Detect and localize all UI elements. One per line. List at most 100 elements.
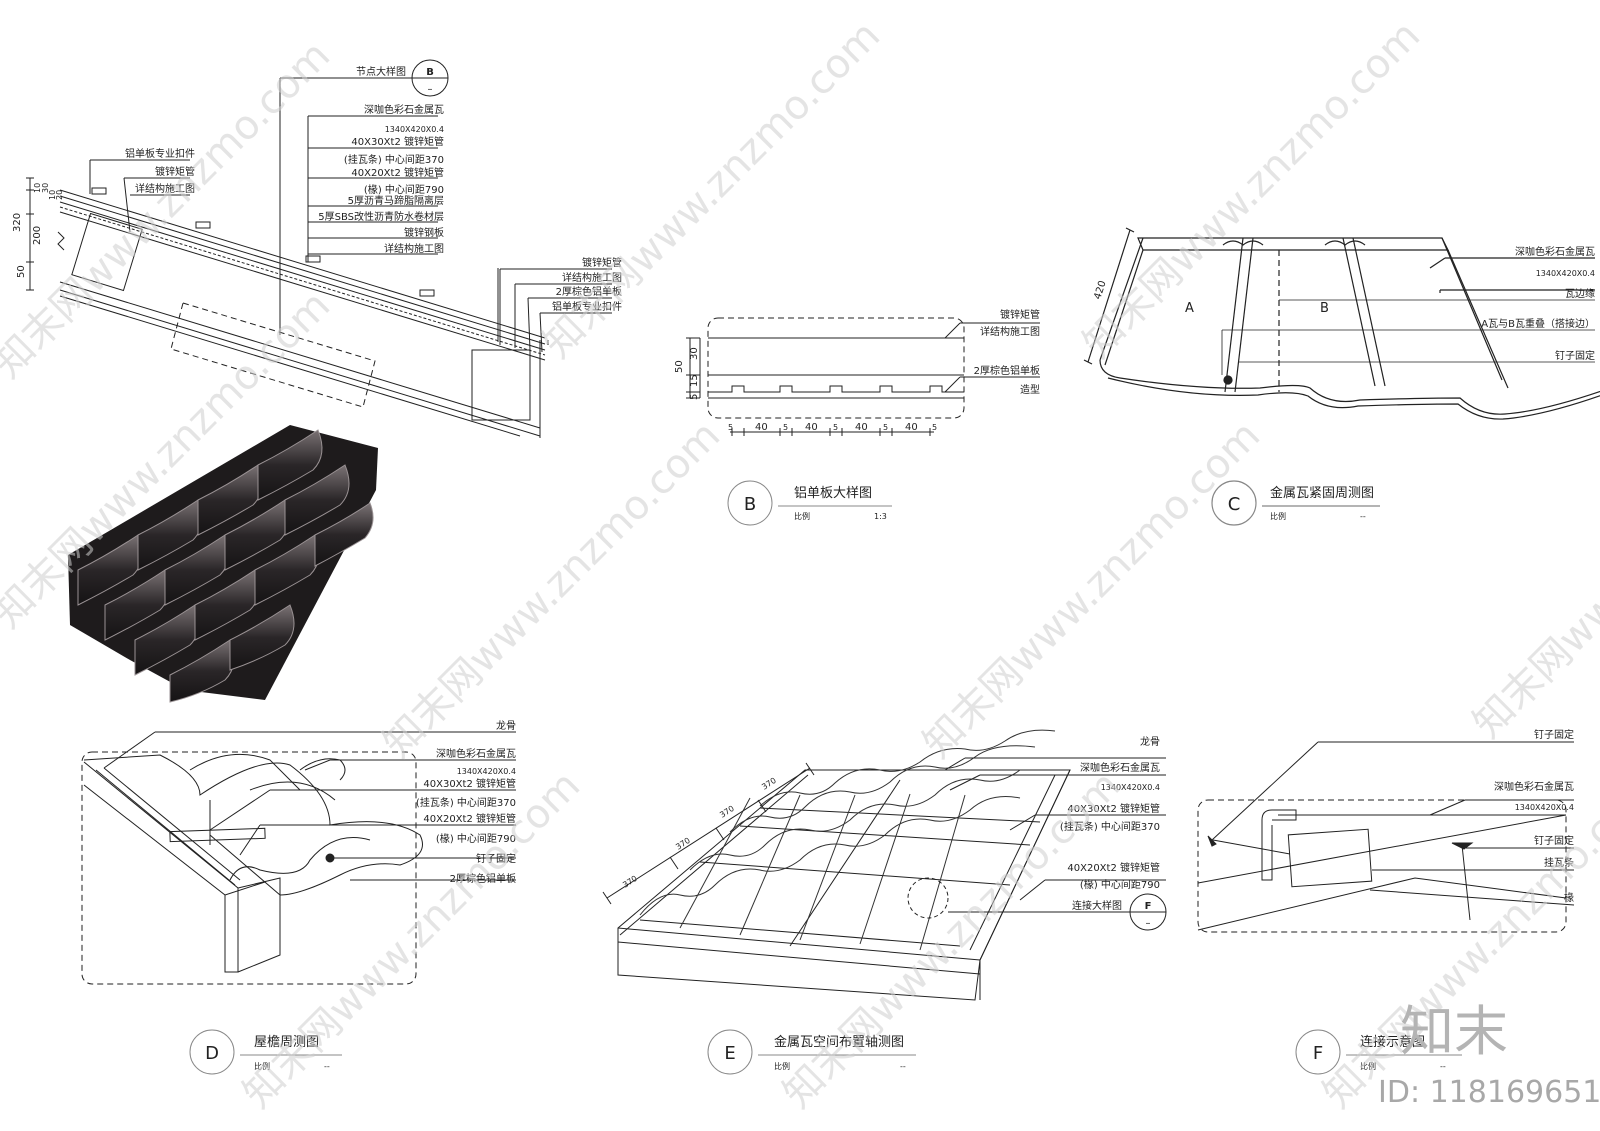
c-dim: 420 <box>1092 279 1108 301</box>
b-dim-v-1: 50 <box>674 360 685 373</box>
sec-dim-4: 20 <box>55 190 64 200</box>
d-label-8: 钉子固定 <box>476 852 516 865</box>
b-label-4: 造型 <box>1020 383 1040 396</box>
b-label-3: 2厚棕色铝单板 <box>974 364 1040 377</box>
e-dim-1: 370 <box>621 874 639 890</box>
sec-label-7: 5厚沥青马蹄脂隔离层 <box>348 194 444 207</box>
callout-b-label: 节点大样图 <box>356 65 406 78</box>
c-label-5: 钉子固定 <box>1555 349 1595 362</box>
connection-detail <box>1197 741 1575 1075</box>
callout-b-letter: B <box>426 67 434 78</box>
watermark-text: 知末网www.znzmo.com <box>535 13 890 368</box>
b-dim-h-8: 40 <box>905 422 918 433</box>
b-dim-h-5: 5 <box>833 423 838 432</box>
sec-left-label-2: 镀锌矩管 <box>155 165 195 178</box>
d-label-3: 1340X420X0.4 <box>457 767 516 776</box>
callout-b-dash: – <box>428 84 433 95</box>
eave-axonometric-text: 龙骨 深咖色彩石金属瓦 1340X420X0.4 40X30Xt2 镀锌矩管 (… <box>205 719 516 1071</box>
e-label-8: 连接大样图 <box>1072 899 1122 912</box>
d-label-1: 龙骨 <box>496 719 516 732</box>
roof-section-text: B – 节点大样图 深咖色彩石金属瓦 1340X420X0.4 40X30Xt2… <box>12 65 622 313</box>
e-callout-letter: F <box>1145 901 1152 912</box>
e-callout-dash: – <box>1146 918 1151 929</box>
watermark-text: 知末网www.znzmo.com <box>235 763 590 1118</box>
b-dim-h-7: 5 <box>883 423 888 432</box>
e-label-1: 龙骨 <box>1140 735 1160 748</box>
sec-left-label-1: 铝单板专业扣件 <box>125 147 195 160</box>
c-tile-a: A <box>1185 301 1194 316</box>
sec-dim-3: 10 <box>48 190 57 200</box>
sec-right-label-4: 铝单板专业扣件 <box>552 300 622 313</box>
e-dim-4: 370 <box>760 776 778 792</box>
b-dim-h-3: 5 <box>783 423 788 432</box>
sec-label-6: (椽) 中心间距790 <box>364 183 444 196</box>
f-label-4: 钉子固定 <box>1534 834 1574 847</box>
connection-text: 钉子固定 深咖色彩石金属瓦 1340X420X0.4 钉子固定 挂瓦条 椽 F … <box>1313 728 1574 1071</box>
sec-dim-1: 10 <box>33 183 42 193</box>
e-scale-value: -- <box>900 1062 906 1071</box>
b-label-1: 镀锌矩管 <box>1000 308 1040 321</box>
c-label-2: 1340X420X0.4 <box>1536 269 1595 278</box>
f-scale-value: -- <box>1440 1062 1446 1071</box>
f-title-letter: F <box>1313 1043 1323 1064</box>
f-label-2: 深咖色彩石金属瓦 <box>1494 780 1574 793</box>
sec-right-label-3: 2厚棕色铝单板 <box>556 285 622 298</box>
d-label-2: 深咖色彩石金属瓦 <box>436 747 516 760</box>
tile-layout-text: 龙骨 深咖色彩石金属瓦 1340X420X0.4 40X30Xt2 镀锌矩管 (… <box>621 735 1160 1071</box>
f-label-3: 1340X420X0.4 <box>1515 803 1574 812</box>
b-dim-v-3: 15 <box>689 374 700 387</box>
e-title-letter: E <box>724 1043 735 1064</box>
c-title: 金属瓦紧固周测图 <box>1270 485 1374 501</box>
sec-label-1: 深咖色彩石金属瓦 <box>364 103 444 116</box>
d-title: 屋檐周测图 <box>254 1035 319 1050</box>
e-label-4: 40X30Xt2 镀锌矩管 <box>1067 802 1160 815</box>
sec-label-3: 40X30Xt2 镀锌矩管 <box>351 135 444 148</box>
sec-left-label-3: 详结构施工图 <box>135 182 195 195</box>
d-label-4: 40X30Xt2 镀锌矩管 <box>423 777 516 790</box>
aluminum-panel-detail <box>686 317 1040 526</box>
sec-right-label-1: 镀锌矩管 <box>582 256 622 269</box>
d-scale-value: -- <box>324 1062 330 1071</box>
sec-label-4: (挂瓦条) 中心间距370 <box>344 153 444 166</box>
tile-fastening-detail <box>1083 227 1600 526</box>
c-label-3: 瓦边缘 <box>1565 287 1595 300</box>
sec-dim-5: 320 <box>12 213 23 232</box>
watermark-text: 知末网www.znzmo.com <box>1315 763 1600 1118</box>
sec-label-2: 1340X420X0.4 <box>385 125 444 134</box>
b-dim-h-4: 40 <box>805 422 818 433</box>
tile-fastening-text: 深咖色彩石金属瓦 1340X420X0.4 瓦边缘 A瓦与B瓦重叠（搭接边） 钉… <box>1092 245 1595 521</box>
b-title: 铝单板大样图 <box>794 486 872 501</box>
sec-dim-2: 30 <box>41 183 50 193</box>
b-dim-h-6: 40 <box>855 422 868 433</box>
b-scale-value: 1:3 <box>874 512 887 521</box>
e-label-6: 40X20Xt2 镀锌矩管 <box>1067 861 1160 874</box>
sec-label-9: 镀锌钢板 <box>404 226 444 239</box>
tile-layout-axonometric <box>602 729 1167 1075</box>
e-label-5: (挂瓦条) 中心间距370 <box>1060 820 1160 833</box>
b-scale-label: 比例 <box>794 511 810 521</box>
d-label-6: 40X20Xt2 镀锌矩管 <box>423 812 516 825</box>
d-title-letter: D <box>205 1043 219 1064</box>
e-label-2: 深咖色彩石金属瓦 <box>1080 761 1160 774</box>
e-label-3: 1340X420X0.4 <box>1101 783 1160 792</box>
sec-right-label-2: 详结构施工图 <box>562 271 622 284</box>
c-title-letter: C <box>1228 494 1241 515</box>
watermark-text: 知末网www.znzmo.com <box>1465 393 1600 748</box>
d-label-5: (挂瓦条) 中心间距370 <box>416 796 516 809</box>
b-title-letter: B <box>744 494 756 515</box>
f-scale-label: 比例 <box>1360 1061 1376 1071</box>
watermark-text: 知末网www.znzmo.com <box>915 413 1270 768</box>
image-id: ID: 1181696510 <box>1378 1075 1600 1110</box>
e-scale-label: 比例 <box>774 1061 790 1071</box>
b-dim-v-4: 5 <box>689 394 700 400</box>
b-dim-h-2: 40 <box>755 422 768 433</box>
aluminum-panel-text: 镀锌矩管 详结构施工图 2厚棕色铝单板 造型 50 30 15 5 5 40 5… <box>674 308 1040 521</box>
f-label-1: 钉子固定 <box>1534 728 1574 741</box>
sec-label-5: 40X20Xt2 镀锌矩管 <box>351 166 444 179</box>
c-scale-label: 比例 <box>1270 511 1286 521</box>
c-label-4: A瓦与B瓦重叠（搭接边） <box>1481 317 1595 330</box>
b-dim-h-9: 5 <box>932 423 937 432</box>
sec-label-10: 详结构施工图 <box>384 242 444 255</box>
b-dim-h-1: 5 <box>728 423 733 432</box>
